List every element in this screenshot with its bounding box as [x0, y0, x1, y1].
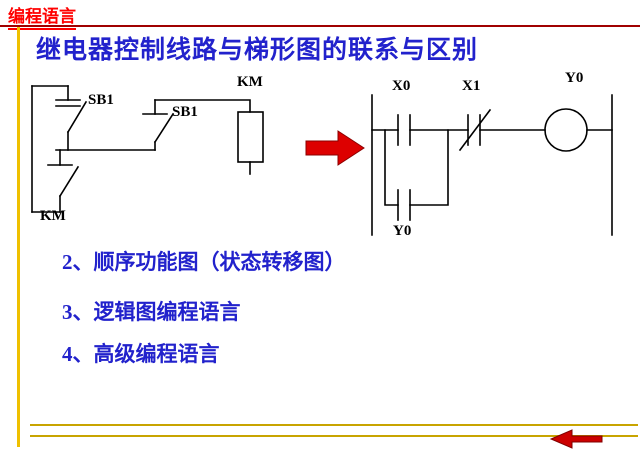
- relay-coil-wire: [154, 99, 251, 113]
- km-coil-label: KM: [237, 74, 263, 90]
- km-coil: [237, 111, 264, 163]
- y0-coil-label: Y0: [565, 70, 583, 86]
- sb1-stop-label: SB1: [172, 104, 198, 120]
- sb1-start-contact: [55, 85, 88, 151]
- list-item-high-level-language: 4、高级编程语言: [62, 342, 220, 366]
- sb1-start-label: SB1: [88, 92, 114, 108]
- bottom-rule-1: [30, 424, 638, 426]
- sb1-stop-contact: [142, 99, 175, 151]
- page-title: 继电器控制线路与梯形图的联系与区别: [36, 37, 479, 64]
- x1-label: X1: [462, 78, 480, 94]
- km-latch-contact: [47, 149, 80, 213]
- km-contact-label: KM: [40, 208, 66, 224]
- diagram-labels: SB1 SB1 KM KM X0 X1 Y0 Y0: [40, 70, 583, 239]
- y0-parallel-branch: [384, 129, 449, 221]
- left-border-line: [17, 27, 20, 447]
- transform-arrow-icon: [305, 130, 365, 166]
- y0-coil: [544, 108, 588, 152]
- slide-tag: 编程语言: [8, 2, 76, 30]
- bottom-rule-2: [30, 435, 638, 437]
- x0-contact: [397, 114, 411, 146]
- list-item-logic-diagram-language: 3、逻辑图编程语言: [62, 300, 241, 324]
- circuit-diagram: SB1 SB1 KM KM X0 X1 Y0 Y0: [31, 70, 613, 239]
- back-arrow-icon[interactable]: [546, 429, 604, 449]
- x0-label: X0: [392, 78, 410, 94]
- top-rule: [0, 25, 640, 27]
- relay-circuit: [31, 85, 264, 213]
- ladder-diagram: [371, 94, 613, 236]
- list-item-sequential-function-chart: 2、顺序功能图（状态转移图）: [62, 250, 346, 274]
- y0-contact-label: Y0: [393, 223, 411, 239]
